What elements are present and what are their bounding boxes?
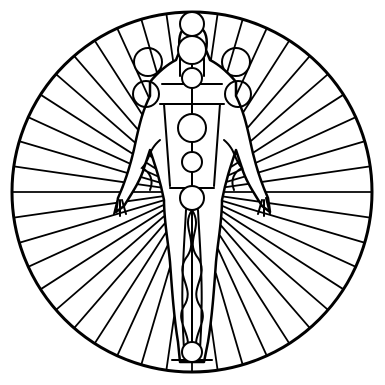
crown-circle: [180, 12, 204, 36]
root-circle: [182, 342, 202, 362]
sacral-circle: [180, 186, 204, 210]
heart-circle: [178, 114, 206, 142]
head-circle: [178, 36, 206, 64]
solar-plexus-circle: [182, 152, 202, 172]
throat-circle: [182, 68, 202, 88]
